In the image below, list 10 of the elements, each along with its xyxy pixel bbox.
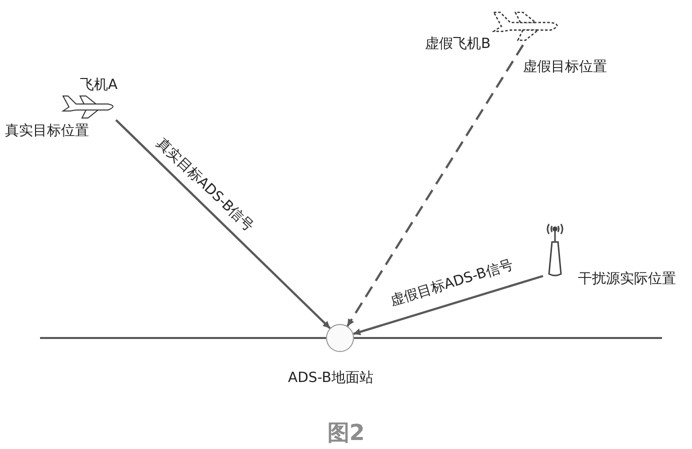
figure-caption: 图2	[326, 420, 366, 448]
position-label: 虚假目标位置	[523, 58, 607, 76]
arrow	[353, 274, 544, 336]
position-label: 真实目标位置	[5, 122, 89, 140]
position-label: 飞机A	[80, 76, 118, 94]
arrow	[346, 44, 524, 327]
position-label: 干扰源实际位置	[578, 270, 676, 288]
position-label: 虚假飞机B	[425, 35, 491, 53]
arrow	[115, 119, 331, 330]
position-label: ADS-B地面站	[288, 369, 374, 387]
